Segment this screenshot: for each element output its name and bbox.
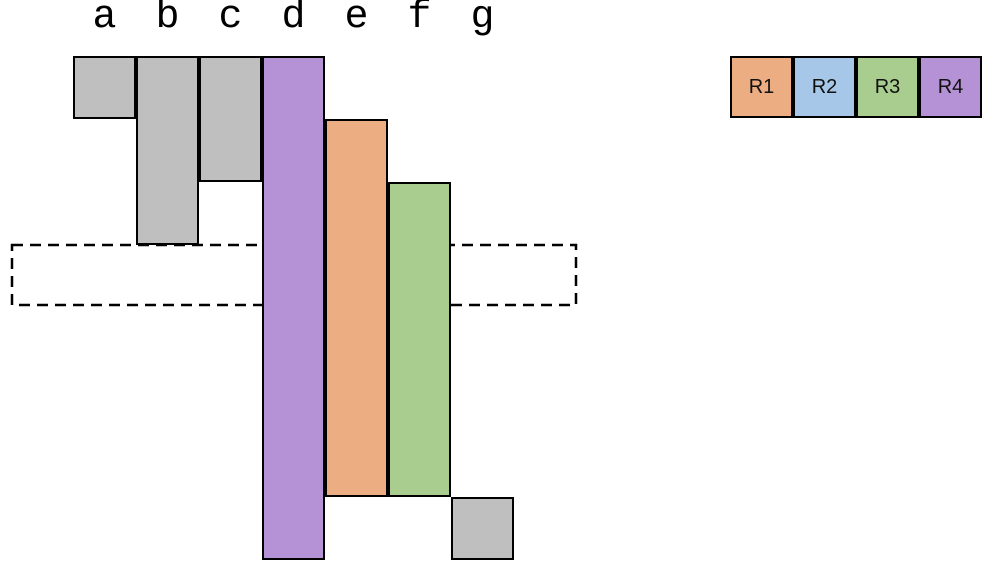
legend: R1 R2 R3 R4 (730, 56, 982, 118)
bar-g (451, 497, 514, 560)
legend-item-R1: R1 (730, 56, 793, 118)
column-label-a: a (92, 0, 117, 40)
legend-label: R2 (811, 75, 838, 98)
bar-c (199, 56, 262, 182)
column-label-f: f (407, 0, 432, 40)
bar-e (325, 119, 388, 497)
legend-item-R2: R2 (793, 56, 856, 118)
legend-label: R3 (874, 75, 901, 98)
column-label-e: e (344, 0, 369, 40)
legend-label: R1 (748, 75, 775, 98)
column-label-b: b (155, 0, 180, 40)
column-label-d: d (281, 0, 306, 40)
legend-item-R4: R4 (919, 56, 982, 118)
column-label-c: c (218, 0, 243, 40)
legend-item-R3: R3 (856, 56, 919, 118)
bar-b (136, 56, 199, 245)
legend-label: R4 (937, 75, 964, 98)
bar-f (388, 182, 451, 497)
column-label-g: g (470, 0, 495, 40)
bar-d (262, 56, 325, 560)
bar-a (73, 56, 136, 119)
